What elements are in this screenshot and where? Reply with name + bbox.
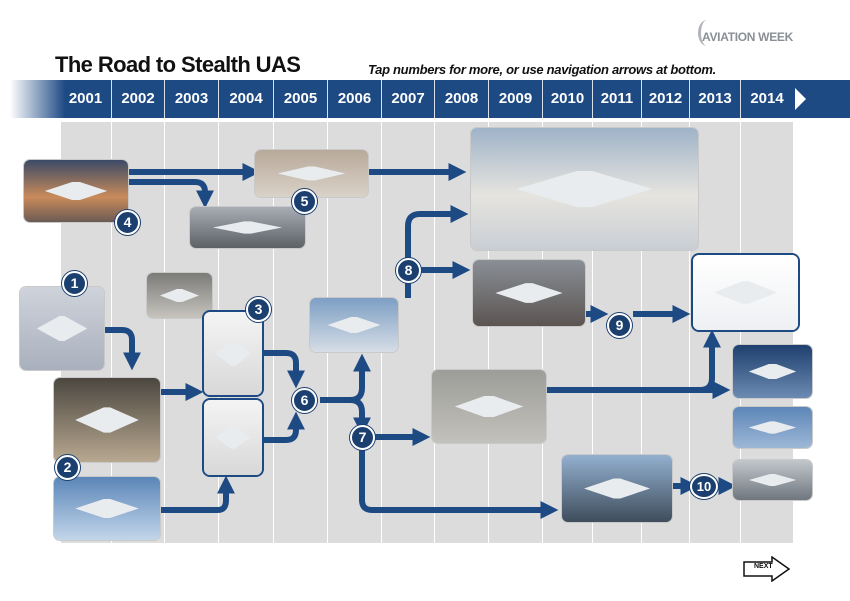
aircraft-icon bbox=[36, 316, 88, 341]
year-2003[interactable]: 2003 bbox=[164, 80, 218, 118]
instructions: Tap numbers for more, or use navigation … bbox=[368, 62, 716, 77]
aircraft-icon bbox=[75, 407, 139, 433]
marker-10[interactable]: 10 bbox=[690, 474, 718, 499]
image-x45-display bbox=[255, 150, 368, 197]
year-2009[interactable]: 2009 bbox=[488, 80, 542, 118]
image-stealth-model bbox=[147, 273, 212, 318]
image-concept-3 bbox=[733, 460, 812, 500]
aircraft-icon bbox=[215, 426, 251, 449]
image-uclass-clouds bbox=[471, 128, 698, 250]
aircraft-icon bbox=[748, 363, 797, 380]
next-label: NEXT bbox=[754, 563, 773, 570]
year-2007[interactable]: 2007 bbox=[381, 80, 434, 118]
marker-5[interactable]: 5 bbox=[292, 189, 317, 214]
aircraft-icon bbox=[748, 421, 797, 434]
aircraft-icon bbox=[75, 499, 139, 518]
aviation-week-logo: AVIATION WEEK bbox=[698, 20, 793, 46]
image-flying-wing-top bbox=[204, 312, 262, 395]
marker-3[interactable]: 3 bbox=[246, 297, 271, 322]
marker-6[interactable]: 6 bbox=[292, 388, 317, 413]
image-lab-model bbox=[54, 378, 160, 462]
aircraft-icon bbox=[327, 316, 381, 334]
marker-9[interactable]: 9 bbox=[607, 313, 632, 338]
aircraft-icon bbox=[277, 166, 346, 181]
year-2004[interactable]: 2004 bbox=[218, 80, 273, 118]
marker-7[interactable]: 7 bbox=[350, 425, 375, 450]
marker-8[interactable]: 8 bbox=[396, 258, 421, 283]
logo-text: AVIATION WEEK bbox=[702, 30, 793, 44]
year-2002[interactable]: 2002 bbox=[111, 80, 164, 118]
image-flying-wing-bottom bbox=[204, 400, 262, 475]
marker-1[interactable]: 1 bbox=[62, 271, 87, 296]
image-x47-sunset bbox=[24, 160, 128, 222]
year-2013[interactable]: 2013 bbox=[689, 80, 740, 118]
image-carrier-landing bbox=[562, 455, 672, 522]
year-2012[interactable]: 2012 bbox=[641, 80, 689, 118]
year-2001[interactable]: 2001 bbox=[68, 90, 103, 107]
aircraft-icon bbox=[454, 395, 524, 418]
year-2005[interactable]: 2005 bbox=[273, 80, 327, 118]
image-cutaway-diagram bbox=[693, 255, 798, 330]
timeline-next-arrow-icon[interactable] bbox=[795, 88, 806, 110]
year-2010[interactable]: 2010 bbox=[542, 80, 592, 118]
aircraft-icon bbox=[160, 288, 199, 303]
year-2014[interactable]: 2014 bbox=[740, 80, 793, 118]
aircraft-icon bbox=[44, 181, 108, 201]
page-title: The Road to Stealth UAS bbox=[55, 52, 301, 77]
next-arrow-icon bbox=[743, 555, 791, 583]
aircraft-icon bbox=[516, 170, 653, 208]
aircraft-icon bbox=[215, 341, 251, 366]
aircraft-icon bbox=[714, 281, 777, 304]
aircraft-icon bbox=[495, 283, 563, 303]
image-concept-2 bbox=[733, 407, 812, 448]
marker-4[interactable]: 4 bbox=[115, 210, 140, 235]
aircraft-icon bbox=[213, 221, 282, 234]
year-2006[interactable]: 2006 bbox=[327, 80, 381, 118]
next-button[interactable]: NEXT bbox=[742, 555, 792, 587]
image-concept-1 bbox=[733, 345, 812, 398]
image-x45-model bbox=[20, 287, 104, 370]
image-x47-flight bbox=[310, 298, 398, 352]
aircraft-icon bbox=[584, 478, 650, 499]
image-x47-hangar bbox=[473, 260, 585, 326]
timeline-band bbox=[10, 80, 850, 118]
image-x45-runway bbox=[190, 207, 305, 248]
aircraft-icon bbox=[748, 474, 797, 486]
marker-2[interactable]: 2 bbox=[55, 455, 80, 480]
image-x47b-ground bbox=[432, 370, 546, 443]
image-predator-flight bbox=[54, 477, 160, 540]
year-2008[interactable]: 2008 bbox=[434, 80, 488, 118]
year-2011[interactable]: 2011 bbox=[592, 80, 641, 118]
